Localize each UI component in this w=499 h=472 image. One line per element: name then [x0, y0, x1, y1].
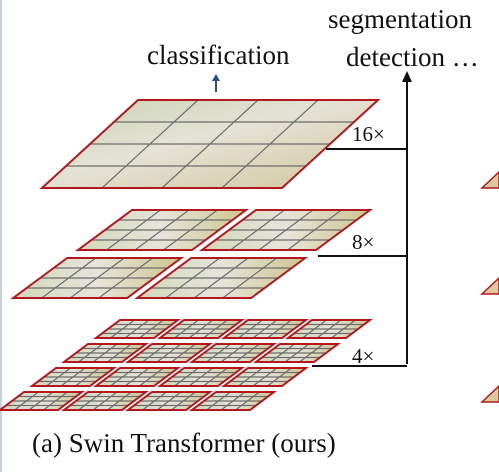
window-4x-border: [221, 319, 309, 339]
window-4x-border: [93, 319, 181, 339]
window-4x-gridline: [203, 319, 228, 339]
window-4x-gridline: [331, 319, 356, 339]
window-4x-gridline: [203, 367, 228, 387]
window-4x-border: [0, 391, 85, 411]
layer-8x: [10, 209, 374, 299]
window-4x-border: [189, 343, 277, 363]
window-8x-border: [198, 209, 374, 251]
window-8x-gridline: [287, 209, 342, 251]
window-4x-border: [61, 343, 149, 363]
scale-label-4x: 4×: [352, 344, 375, 368]
window-8x-gridline: [98, 257, 154, 299]
window-4x-gridline: [107, 343, 132, 363]
classification-arrowhead: [212, 74, 220, 81]
window-8x-gridline: [222, 257, 278, 299]
window-8x-border: [134, 257, 309, 299]
window-4x-border: [29, 367, 117, 387]
window-4x-gridline: [299, 343, 324, 363]
scale-label-16x: 16×: [352, 122, 385, 146]
window-16x-gridline: [221, 99, 319, 189]
window-4x-gridline: [43, 391, 68, 411]
window-4x-border: [157, 319, 245, 339]
window-16x-border: [39, 99, 381, 189]
window-4x-gridline: [171, 343, 196, 363]
window-4x-border: [61, 391, 149, 411]
window-4x-gridline: [267, 367, 292, 387]
window-4x-border: [157, 367, 245, 387]
window-4x-border: [93, 367, 181, 387]
window-8x-border: [10, 257, 185, 299]
window-4x-gridline: [139, 319, 164, 339]
window-4x-border: [285, 319, 373, 339]
window-4x-border: [189, 391, 277, 411]
window-4x-gridline: [171, 391, 196, 411]
window-4x-border: [221, 367, 309, 387]
window-4x-gridline: [139, 367, 164, 387]
segmentation-label: segmentation: [328, 4, 472, 34]
figure-caption: (a) Swin Transformer (ours): [32, 428, 336, 458]
window-8x-gridline: [163, 209, 218, 251]
window-4x-gridline: [235, 391, 260, 411]
window-4x-gridline: [75, 367, 100, 387]
scale-label-8x: 8×: [352, 230, 375, 254]
window-4x-border: [253, 343, 341, 363]
connector-arrowhead: [402, 71, 412, 82]
window-8x-border: [74, 209, 250, 251]
window-4x-gridline: [235, 343, 260, 363]
classification-label: classification: [147, 40, 290, 70]
window-4x-border: [125, 391, 213, 411]
window-4x-border: [125, 343, 213, 363]
cropped-adjacent-figure: [480, 170, 499, 403]
layer-16x: [39, 99, 381, 189]
detection-label: detection …: [346, 42, 479, 72]
layer-4x: [0, 319, 373, 411]
window-4x-gridline: [107, 391, 132, 411]
window-4x-gridline: [267, 319, 292, 339]
